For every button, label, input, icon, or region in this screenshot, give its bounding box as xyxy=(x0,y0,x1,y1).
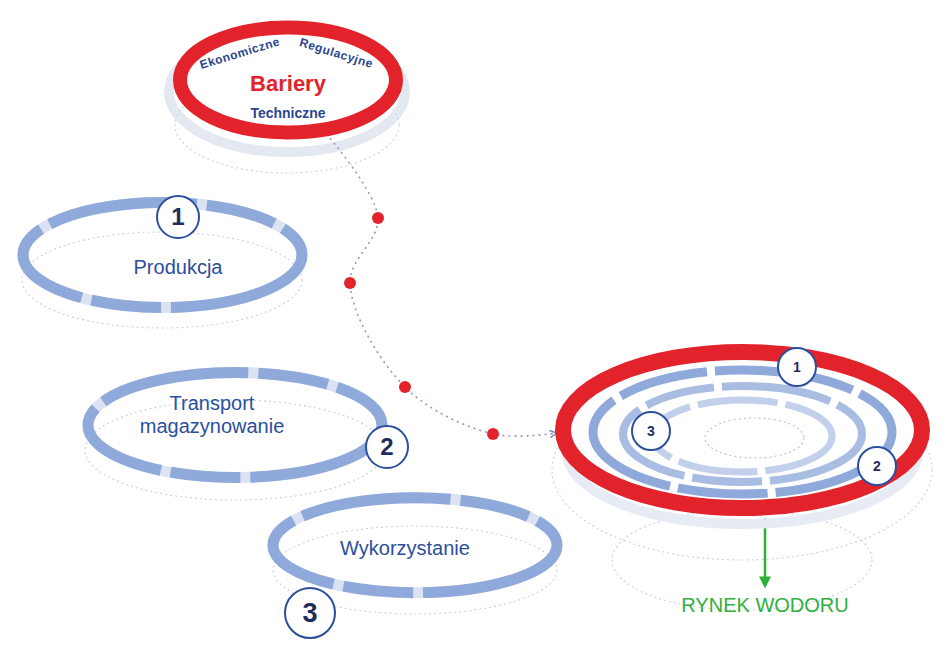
ring-segments xyxy=(88,373,382,478)
ring-dotted xyxy=(705,418,804,458)
barrier-ring: EkonomiczneRegulacyjneBarieryTechniczne xyxy=(172,20,404,145)
dotted-flow-arrow xyxy=(330,138,557,436)
stage-ring: Wykorzystanie3 xyxy=(265,490,565,605)
market-label: RYNEK WODORU xyxy=(655,588,875,622)
callout-circle xyxy=(858,447,896,485)
barrier-ring-outline xyxy=(180,28,396,133)
ring-track xyxy=(88,373,382,478)
stage-ring: 1Produkcja xyxy=(15,195,310,320)
node-label: Bariery xyxy=(250,71,326,96)
ring-segments xyxy=(273,498,557,593)
callout-number: 2 xyxy=(873,458,881,474)
ring-track xyxy=(273,498,557,593)
ring-segments xyxy=(593,370,892,494)
callout-number: 1 xyxy=(793,359,801,375)
path-dot xyxy=(399,381,411,393)
node-label: RYNEK WODORU xyxy=(681,594,848,617)
callout-number: 2 xyxy=(857,446,897,486)
path-dot xyxy=(344,277,356,289)
ring-segments xyxy=(623,386,862,482)
path-dot xyxy=(372,212,384,224)
node-label: Techniczne xyxy=(250,105,325,121)
callout-number: 3 xyxy=(284,587,336,639)
callout-number: 3 xyxy=(647,423,655,439)
stage-ring: Transport magazynowanie2 xyxy=(80,365,390,490)
callout-circle xyxy=(632,412,670,450)
node-label: Transport magazynowanie xyxy=(127,392,297,438)
callout-circle xyxy=(778,348,816,386)
node-label: Wykorzystanie xyxy=(340,537,470,560)
callout-number: 2 xyxy=(365,425,409,469)
ring-shadow xyxy=(22,232,302,328)
path-dot xyxy=(487,428,499,440)
callout-number: 3 xyxy=(631,411,671,451)
node-outline xyxy=(555,345,930,525)
outer-ring xyxy=(563,352,922,508)
callout-number: 1 xyxy=(777,347,817,387)
combined-ring: 1 3 2 xyxy=(555,345,930,525)
callout-number: 1 xyxy=(156,195,200,239)
ring-segments xyxy=(653,400,832,472)
node-label: Produkcja xyxy=(134,256,223,279)
